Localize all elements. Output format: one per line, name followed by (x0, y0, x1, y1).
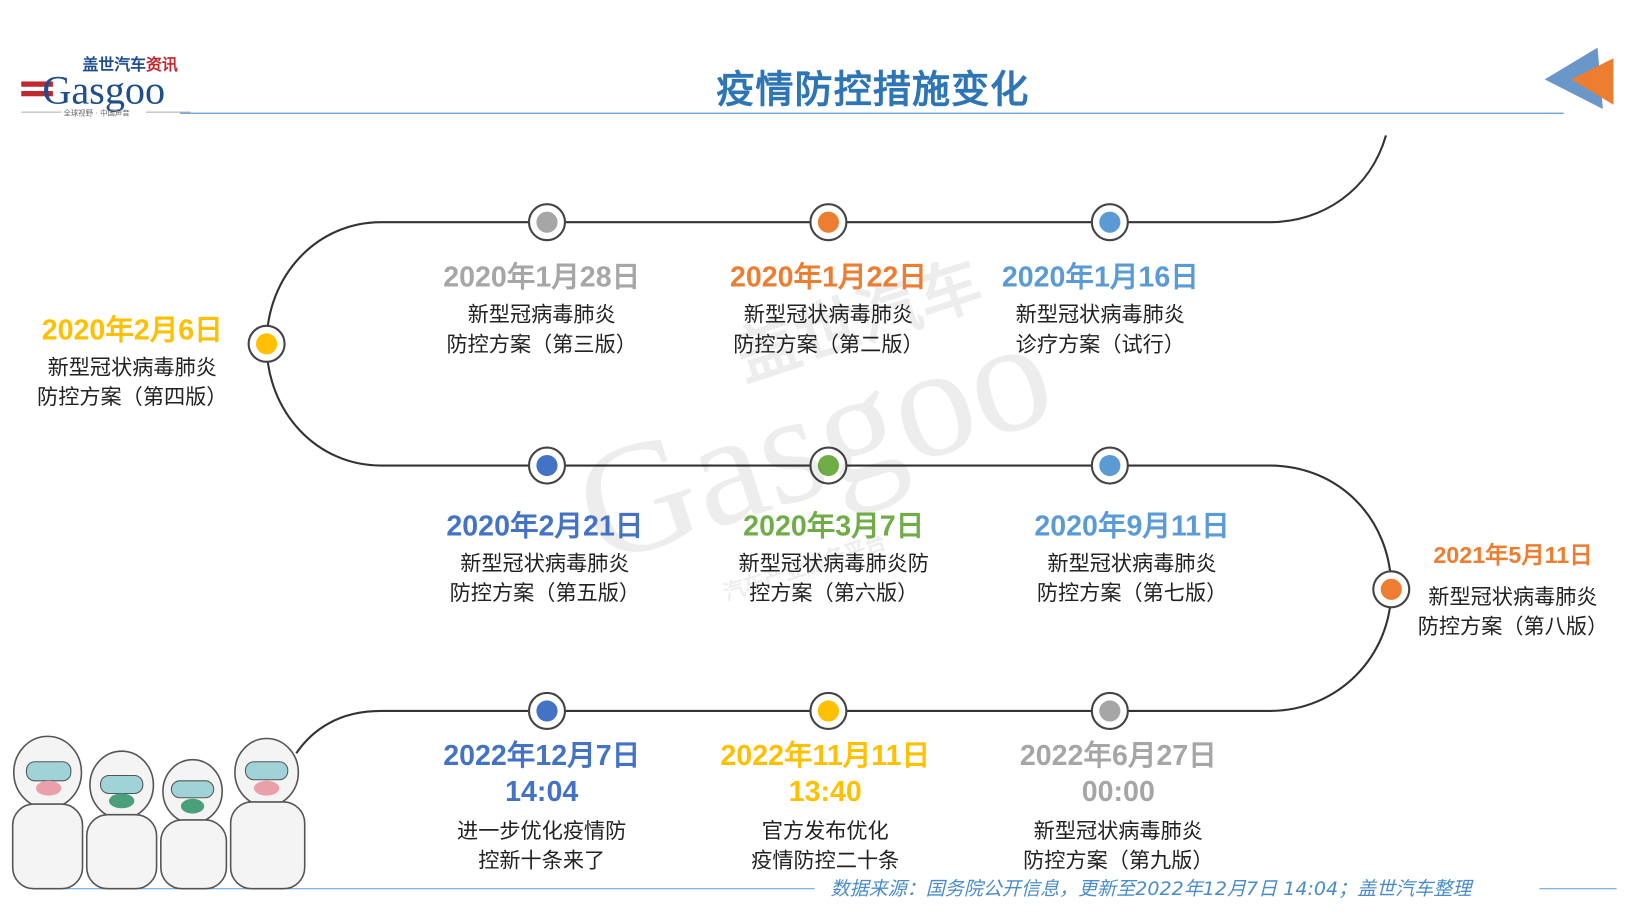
event-description: 新型冠状病毒肺炎 (1015, 301, 1185, 327)
event-description: 新型冠状病毒肺炎 (460, 550, 630, 576)
event-description: 进一步优化疫情防 (457, 817, 627, 844)
event-description: 疫情防控二十条 (751, 847, 900, 873)
timeline-node-dot (536, 211, 558, 233)
timeline-node-dot (536, 454, 558, 477)
event-date: 2022年12月7日 (443, 739, 641, 772)
data-source-note: 数据来源：国务院公开信息，更新至2022年12月7日 14:04；盖世汽车整理 (830, 878, 1472, 901)
timeline-node-dot (1099, 700, 1121, 722)
event-date: 2020年1月22日 (729, 261, 927, 294)
event-date: 2020年2月6日 (41, 314, 223, 346)
svg-text:盖世汽车资讯: 盖世汽车资讯 (83, 55, 178, 74)
event-date: 2021年5月11日 (1433, 541, 1593, 569)
event-description: 诊疗方案（试行） (1015, 331, 1185, 357)
event-description: 防控方案（第四版） (37, 384, 228, 410)
event-description: 官方发布优化 (761, 817, 889, 844)
medical-workers-illustration (11, 735, 306, 890)
event-time: 13:40 (788, 775, 862, 808)
event-date: 2022年11月11日 (720, 739, 931, 772)
event-description: 防控方案（第八版） (1417, 613, 1609, 640)
event-description: 防控方案（第五版） (449, 579, 641, 606)
timeline-node-dot (256, 333, 278, 355)
event-description: 防控方案（第九版） (1023, 847, 1214, 873)
svg-text:全球视野 · 中国声音: 全球视野 · 中国声音 (63, 108, 129, 117)
event-description: 防控方案（第二版） (733, 331, 924, 357)
event-date: 2020年2月21日 (446, 509, 644, 542)
timeline-node-dot (1099, 211, 1121, 233)
event-time: 14:04 (505, 775, 579, 808)
event-date: 2022年6月27日 (1019, 739, 1217, 772)
event-description: 控新十条来了 (478, 847, 606, 873)
event-description: 防控方案（第七版） (1036, 579, 1228, 606)
event-date: 2020年3月7日 (743, 509, 925, 542)
event-description: 新型冠状病毒肺炎 (1428, 584, 1598, 610)
timeline-node-dot (536, 700, 558, 722)
back-arrow-orange (1571, 58, 1614, 105)
timeline-node-dot (817, 454, 839, 477)
event-description: 防控方案（第三版） (446, 331, 637, 357)
timeline-node-dot (1380, 578, 1402, 600)
gasgoo-logo: 盖世汽车资讯 Gasgoo 全球视野 · 中国声音 (21, 51, 201, 119)
svg-text:Gasgoo: Gasgoo (42, 68, 165, 113)
event-date: 2020年1月28日 (443, 261, 641, 294)
event-description: 新型冠状病毒肺炎 (47, 354, 217, 380)
event-description: 新型冠状病毒肺炎防 (738, 550, 929, 576)
timeline-node-dot (1099, 454, 1121, 477)
event-description: 控方案（第六版） (749, 579, 919, 606)
event-description: 新型冠状病毒肺炎 (1047, 550, 1217, 576)
timeline-path (265, 135, 1393, 754)
event-date: 2020年9月11日 (1034, 509, 1230, 542)
page-title: 疫情防控措施变化 (716, 68, 1030, 113)
event-description: 新型冠状病毒肺炎 (1033, 817, 1203, 844)
timeline-node-dot (817, 700, 839, 722)
event-description: 新型冠状病毒肺炎 (743, 301, 914, 327)
timeline-node-dot (817, 211, 839, 233)
event-date: 2020年1月16日 (1001, 261, 1199, 294)
event-time: 00:00 (1081, 775, 1155, 808)
event-description: 新型冠病毒肺炎 (467, 301, 616, 327)
